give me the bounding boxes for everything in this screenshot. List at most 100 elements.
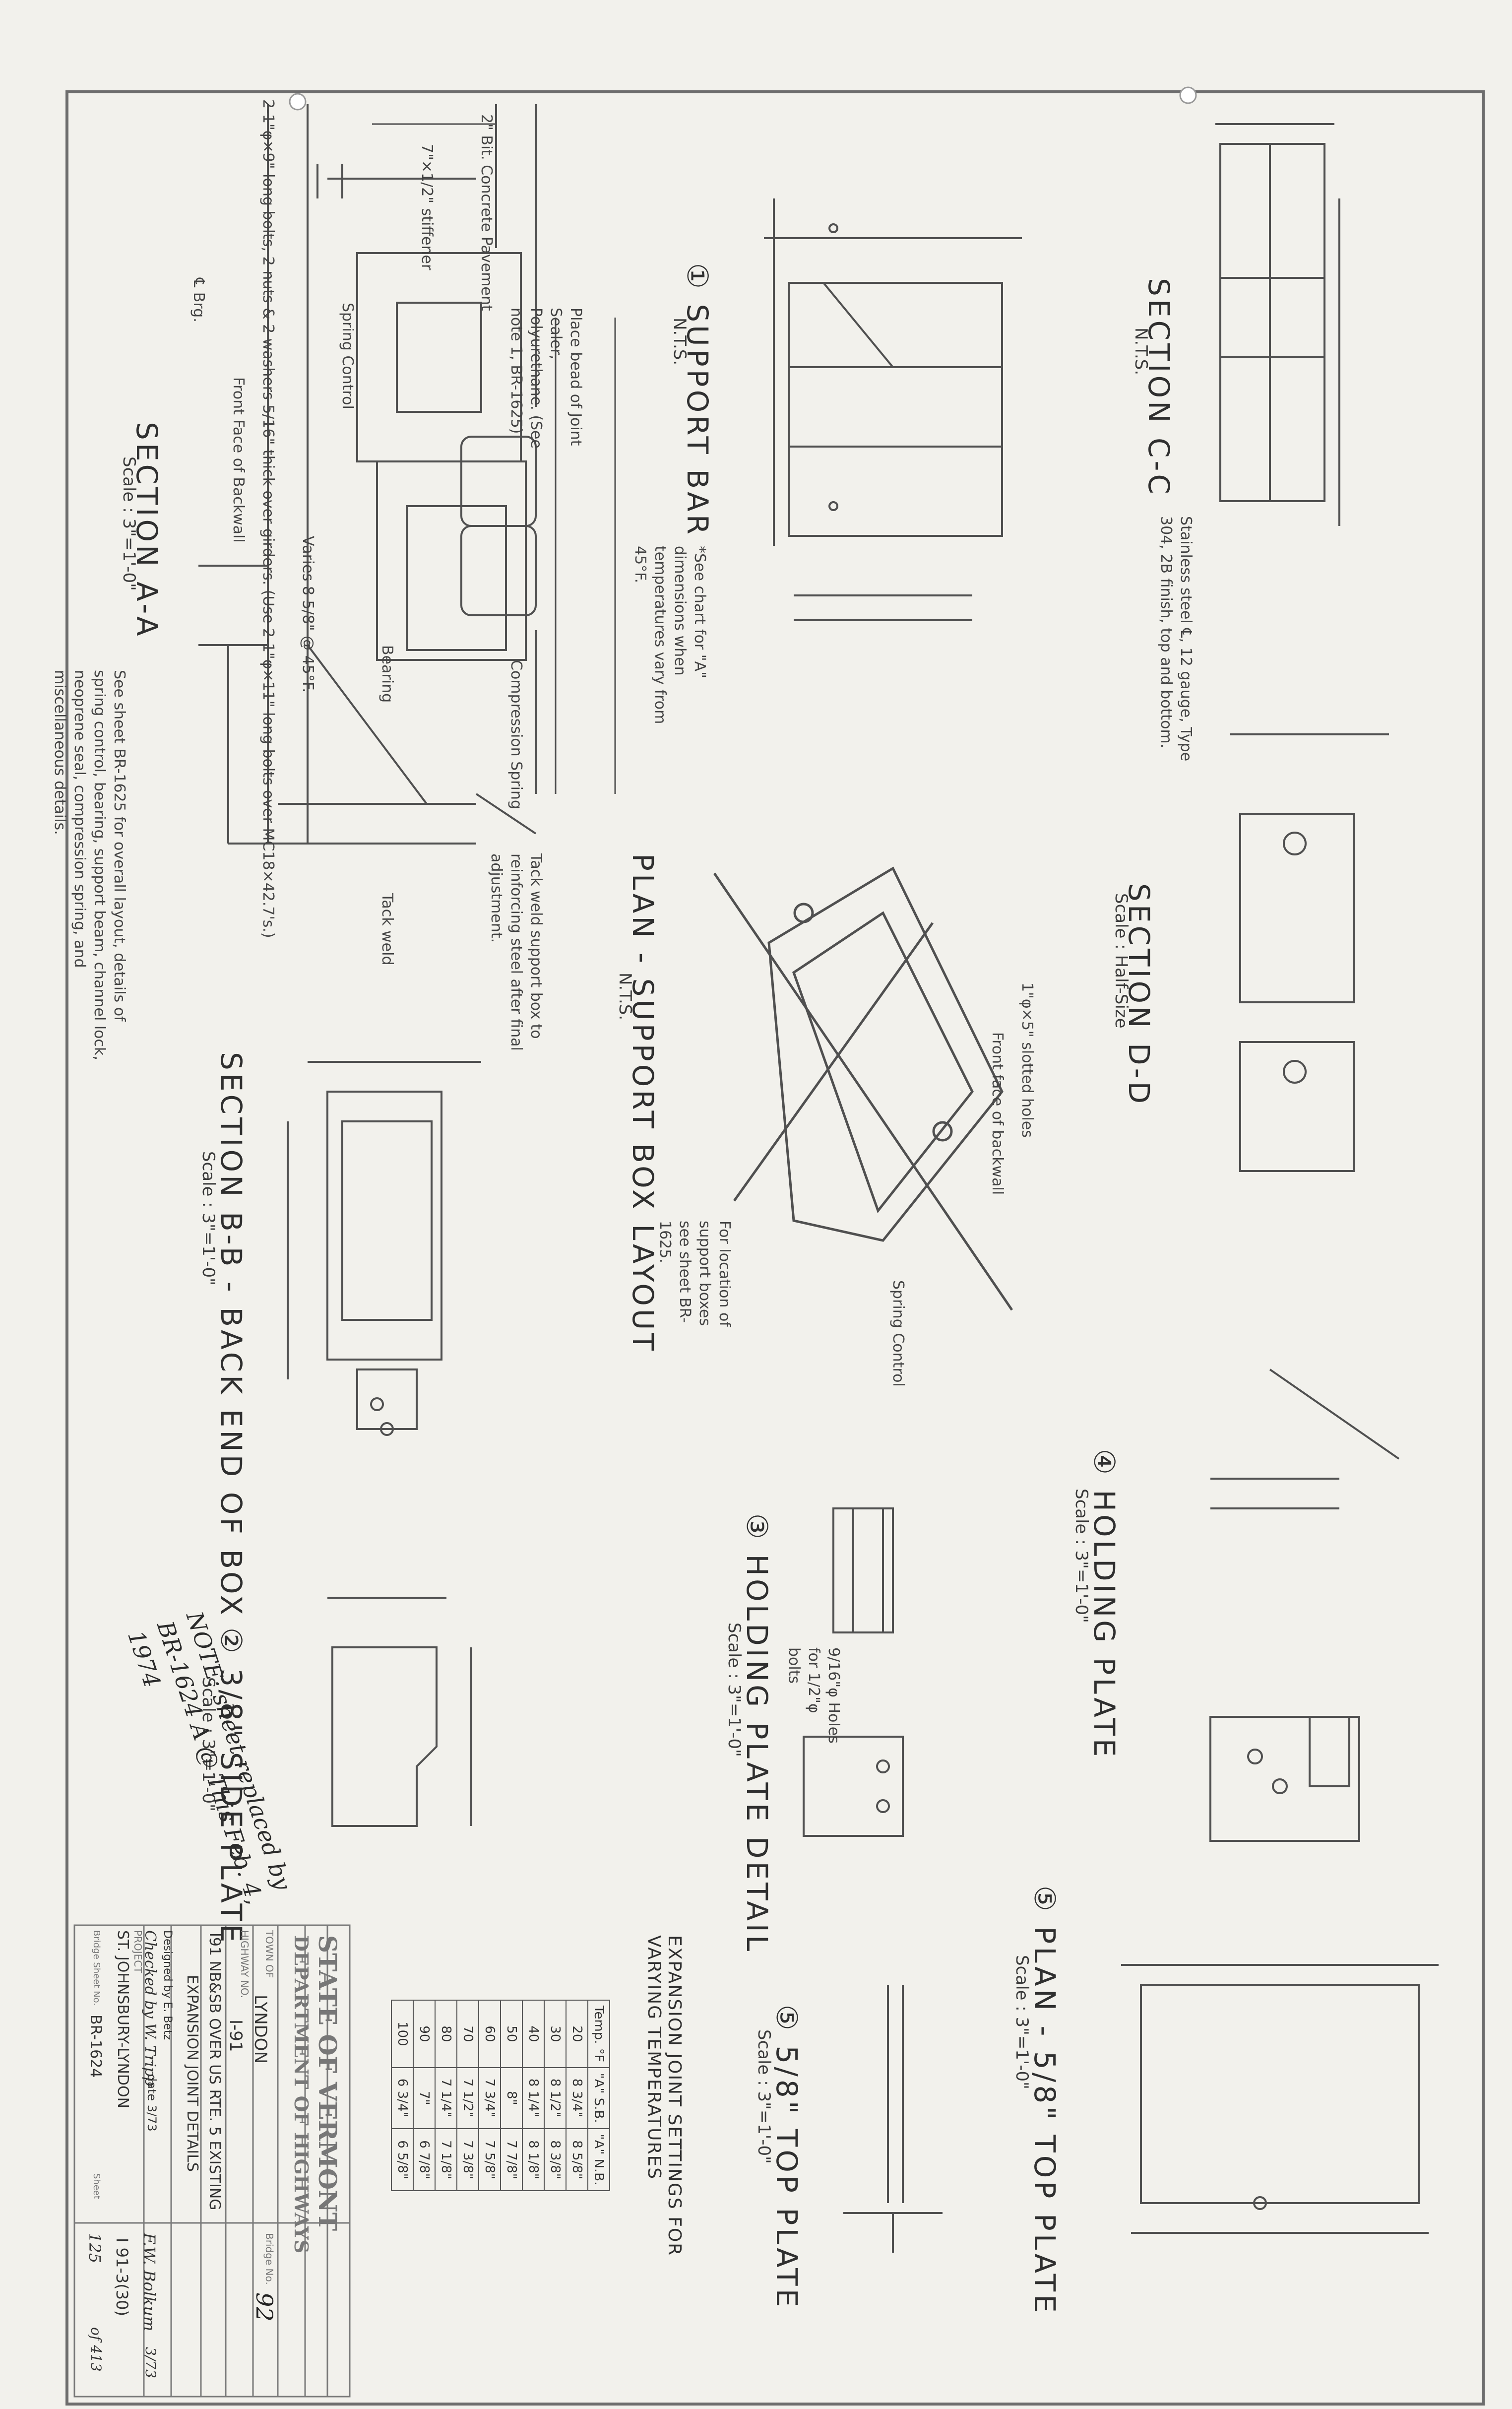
table-cell: 8 5/8" [566, 2128, 588, 2191]
tb-detail-line: EXPANSION JOINT DETAILS [184, 1975, 201, 2172]
table-cell: 8 1/8" [522, 2128, 544, 2191]
holding-plate-detail-lines [803, 1507, 904, 1837]
plan-top-plate-title: ⑤ PLAN - 5/8" TOP PLATE [1028, 1886, 1062, 2316]
holding-plate-holes-note: 9/16"φ Holes for 1/2"φ bolts [785, 1647, 842, 1744]
holding-plate-detail-scale: Scale : 3"=1'-0" [724, 1623, 744, 1757]
table-cell: 50 [501, 2000, 522, 2068]
table-cell: 8 1/4" [522, 2067, 544, 2129]
table-cell: 7 3/8" [457, 2128, 479, 2191]
tb-bridge-no: 92 [251, 2292, 278, 2322]
temp-table-header-nb: "A" N.B. [588, 2128, 610, 2191]
tb-project-no: I 91-3(30) [113, 2238, 131, 2316]
holding-plate-lines [1209, 1368, 1400, 1842]
punch-hole-1 [289, 93, 307, 111]
title-block-lines [73, 1924, 351, 2398]
tb-engineer-date: 3/73 [142, 2347, 159, 2378]
aa-compression-spring-label: Compression Spring [507, 660, 525, 810]
section-aa-lines [198, 104, 537, 845]
table-cell: 80 [435, 2000, 457, 2068]
aa-tack-weld-label: Tack weld [378, 893, 396, 966]
top-plate-lines [843, 1985, 943, 2253]
table-cell: 6 5/8" [391, 2128, 413, 2191]
support-bar-scale: N.T.S. [670, 318, 690, 366]
tb-sheet-of: of 413 [88, 2327, 104, 2372]
support-bar-lines [764, 198, 1022, 621]
tb-date: date 3/73 [145, 2074, 159, 2132]
plan-tack-weld-note: Tack weld support box to reinforcing ste… [488, 853, 545, 1051]
table-cell: 7 1/8" [435, 2128, 457, 2191]
aa-front-face-label: Front Face of Backwall [230, 377, 247, 543]
sheet-border [65, 90, 1485, 2406]
plan-box-note: For location of support boxes see sheet … [656, 1221, 733, 1327]
aa-bearing-label: Bearing [378, 645, 396, 703]
tb-checked-by: Checked by W. Tripp [141, 1930, 159, 2086]
side-plate-lines [327, 1597, 472, 1827]
section-bb-title: SECTION B-B - BACK END OF BOX [214, 1052, 248, 1618]
temp-table-title: EXPANSION JOINT SETTINGS FOR VARYING TEM… [644, 1935, 685, 2257]
table-cell: 6 3/4" [391, 2067, 413, 2129]
aa-stiffener-label: 7"×1/2" stiffener [418, 144, 436, 270]
table-cell: 40 [522, 2000, 544, 2068]
table-cell: 8 3/8" [544, 2128, 566, 2191]
section-cc-scale: N.T.S. [1131, 327, 1151, 376]
table-cell: 7 1/4" [435, 2067, 457, 2129]
tb-designed-by: Designed by E. Betz [161, 1930, 174, 2040]
tb-state: STATE OF VERMONT [313, 1935, 342, 2231]
plan-box-scale: N.T.S. [615, 973, 635, 1021]
tb-town-label: TOWN OF [263, 1930, 275, 1978]
temp-table-header-row: Temp. °F "A" S.B. "A" N.B. [588, 2000, 610, 2191]
section-bb-scale: Scale : 3"=1'-0" [198, 1151, 218, 1286]
table-cell: 60 [479, 2000, 501, 2068]
section-aa-scale: Scale : 3"=1'-0" [119, 456, 139, 591]
temp-table-header-sb: "A" S.B. [588, 2067, 610, 2129]
table-cell: 20 [566, 2000, 588, 2068]
punch-hole-2 [1179, 86, 1197, 104]
tb-highway-label: HIGHWAY NO. [239, 1930, 251, 1999]
support-bar-title: ① SUPPORT BAR [681, 263, 714, 538]
holding-plate-title: ④ HOLDING PLATE [1087, 1449, 1121, 1760]
section-cc-title: SECTION C-C [1142, 278, 1176, 497]
holding-plate-detail-title: ③ HOLDING PLATE DETAIL [740, 1513, 774, 1954]
table-cell: 8" [501, 2067, 522, 2129]
tb-sheet-label: Sheet [91, 2173, 102, 2200]
aa-joint-sealer-label: Place bead of Joint Sealer, Polyurethane… [507, 308, 584, 449]
tb-town: LYNDON [251, 1995, 270, 2064]
aa-pavement-label: 2" Bit. Concrete Pavement [478, 114, 495, 311]
section-dd-lines [1230, 733, 1389, 1172]
table-cell: 6 7/8" [413, 2128, 435, 2191]
section-cc-lines [1215, 123, 1340, 526]
tb-sheet-no-label: Bridge Sheet No. [91, 1930, 102, 2006]
table-cell: 30 [544, 2000, 566, 2068]
tb-sheet-no: BR-1624 [87, 2015, 104, 2078]
table-cell: 7" [413, 2067, 435, 2129]
tb-bridge-engineer: F.W. Bolkum [140, 2233, 159, 2332]
table-cell: 70 [457, 2000, 479, 2068]
section-dd-scale: Scale : Half-Size [1111, 893, 1131, 1029]
tb-project-line: I91 NB&SB OVER US RTE. 5 EXISTING [206, 1933, 223, 2211]
table-cell: 90 [413, 2000, 435, 2068]
table-cell: 7 7/8" [501, 2128, 522, 2191]
aa-brg-label: ℄ Brg. [190, 278, 207, 323]
table-cell: 8 1/2" [544, 2067, 566, 2129]
table-cell: 8 3/4" [566, 2067, 588, 2129]
plan-front-face-label: Front face of backwall [989, 1032, 1006, 1195]
holding-plate-scale: Scale : 3"=1'-0" [1071, 1489, 1091, 1623]
aa-spring-control-label: Spring Control [339, 303, 356, 409]
dimension-lines [372, 123, 616, 794]
tb-project-label: PROJECT [132, 1930, 144, 1973]
section-aa-note: See sheet BR-1625 for overall layout, de… [51, 670, 128, 1060]
section-bb-lines [287, 1061, 481, 1436]
tb-highway: I-91 [226, 2019, 246, 2052]
plan-spring-control-label: Spring Control [889, 1280, 907, 1387]
plan-top-plate-scale: Scale : 3"=1'-0" [1012, 1955, 1032, 2089]
aa-varies-label: Varies 8 5/8" @ 45°F. [299, 536, 316, 693]
top-plate-scale: Scale : 3"=1'-0" [754, 2029, 774, 2164]
